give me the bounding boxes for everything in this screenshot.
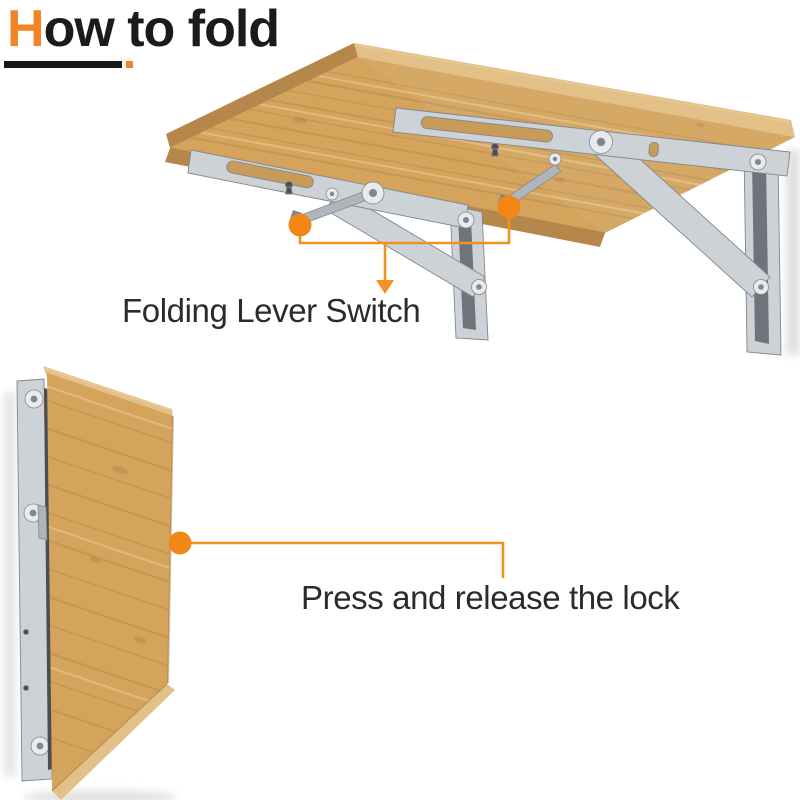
callout-line-bottom [180, 541, 505, 578]
bracket-right [392, 107, 791, 356]
wall-shadow-left [4, 392, 16, 777]
folded-bracket-metal-sliver [37, 504, 48, 541]
board-top-edge-highlight [354, 44, 791, 123]
callout-top-graphics [288, 195, 521, 294]
folded-board-face [47, 373, 173, 791]
callout-arrowhead-icon [376, 280, 394, 294]
marker-dot-lock [168, 531, 192, 555]
title-accent-letter: H [7, 0, 45, 58]
plate-hole [22, 628, 30, 636]
folded-board-grain [47, 373, 173, 786]
folded-board-top-highlight [43, 367, 172, 411]
folded-board-bottom-edge-line [51, 683, 168, 792]
title-rest: ow to fold [43, 0, 280, 58]
bolt [548, 130, 769, 295]
marker-dot-left-lever [288, 213, 312, 237]
callout-label-folding-lever-switch: Folding Lever Switch [122, 292, 421, 329]
keyhole-screw [284, 180, 294, 195]
folded-board-right-edge-line [167, 415, 174, 684]
bolt [325, 181, 487, 295]
board-left-edge-face [166, 43, 358, 148]
marker-dot-right-lever [497, 195, 521, 219]
bracket-right-wall-arm [743, 147, 782, 356]
scene-shelf-folded [4, 366, 505, 800]
keyhole-screw [490, 142, 500, 157]
plate-screw [23, 389, 50, 756]
title-underline [4, 61, 122, 68]
page-title: How to fold [7, 0, 280, 58]
title-block: How to fold [4, 0, 280, 68]
wall-shadow [786, 150, 800, 355]
folded-wood-board [43, 366, 175, 800]
board-top-edge-band [354, 43, 795, 137]
plate-hole [22, 684, 30, 692]
folded-board-bottom-edge [52, 684, 175, 800]
callout-bottom-graphics [168, 531, 505, 578]
floor-shadow [22, 790, 178, 800]
wall-mount-plate [16, 378, 53, 782]
title-underline-dot [126, 61, 133, 68]
callout-label-press-release-lock: Press and release the lock [301, 579, 680, 616]
